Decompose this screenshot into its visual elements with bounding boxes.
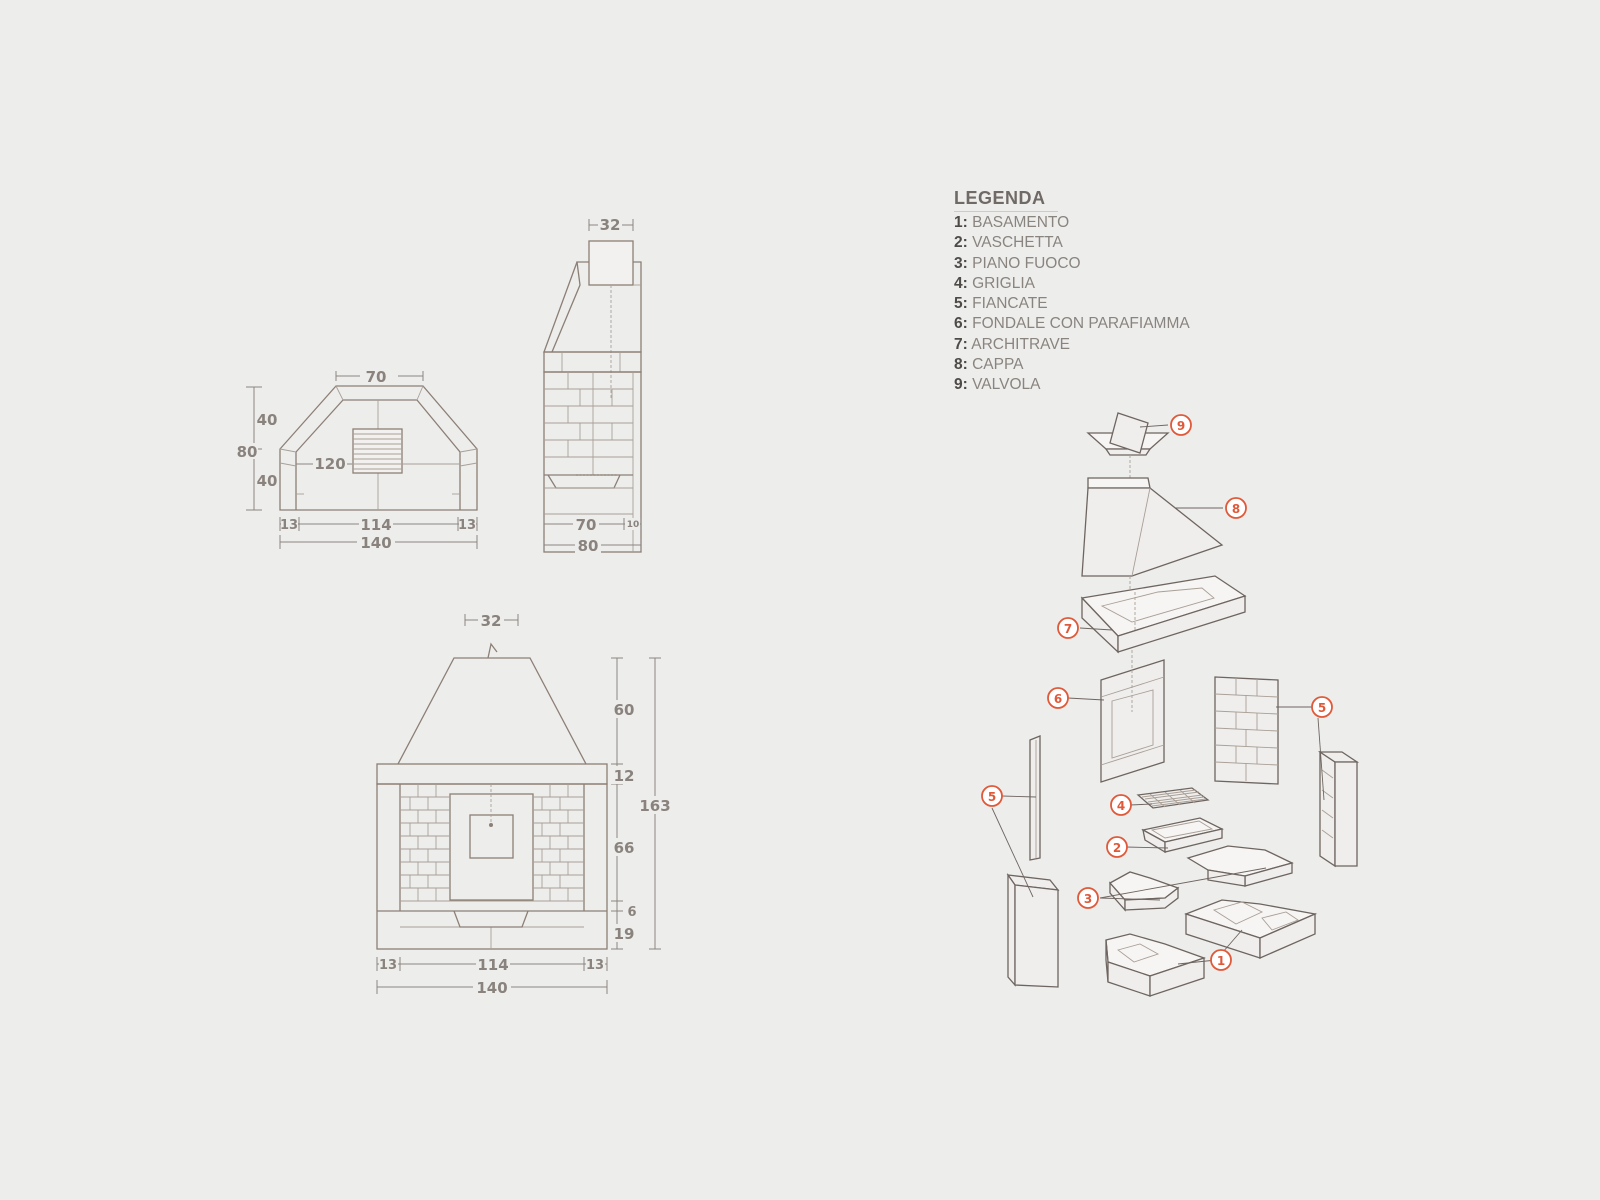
marker-5-right[interactable]: 5	[1311, 696, 1333, 718]
legend-item-griglia: 4: GRIGLIA	[954, 274, 1035, 292]
plan-upper-height: 40	[257, 411, 278, 429]
marker-3[interactable]: 3	[1077, 887, 1099, 909]
marker-1[interactable]: 1	[1210, 949, 1232, 971]
svg-text:8: 8	[1232, 502, 1240, 516]
marker-4[interactable]: 4	[1110, 794, 1132, 816]
front-valve-width: 32	[481, 612, 502, 630]
legend-item-vaschetta: 2: VASCHETTA	[954, 234, 1063, 252]
part-hood	[1081, 477, 1224, 612]
front-center-width: 114	[477, 956, 508, 974]
side-inner-depth: 70	[576, 516, 597, 534]
plan-center-width: 114	[360, 516, 391, 534]
plan-side-left: 13	[280, 518, 298, 533]
svg-text:5: 5	[1318, 701, 1326, 715]
plan-lower-height: 40	[257, 472, 278, 490]
legend-item-architrave: 7: ARCHITRAVE	[954, 335, 1071, 353]
front-opening-height: 66	[614, 839, 635, 857]
front-bricks-left	[400, 784, 450, 901]
marker-2[interactable]: 2	[1106, 836, 1128, 858]
front-total-width: 140	[476, 979, 507, 997]
plan-inner-width: 120	[314, 455, 345, 473]
front-lintel	[376, 763, 608, 785]
marker-6[interactable]: 6	[1047, 687, 1069, 709]
legend-item-valvola: 9: VALVOLA	[954, 376, 1041, 394]
part-lintel	[1080, 575, 1247, 654]
part-valve	[1086, 412, 1170, 456]
plan-total-width: 140	[360, 534, 391, 552]
svg-text:9: 9	[1177, 419, 1185, 433]
svg-text:7: 7	[1064, 622, 1072, 636]
side-valve-box	[588, 240, 634, 286]
front-bricks-right	[533, 784, 584, 901]
front-hood-height: 60	[614, 701, 635, 719]
front-side-right: 13	[586, 958, 604, 973]
front-fire-screen	[469, 814, 514, 859]
part-base	[1105, 899, 1318, 997]
side-back-thickness: 10	[627, 520, 640, 530]
front-view: 32	[376, 611, 674, 997]
front-side-left: 13	[379, 958, 397, 973]
part-side-panel-right	[1317, 750, 1360, 868]
part-grate	[1136, 787, 1210, 809]
side-valve-width: 32	[600, 216, 621, 234]
plan-view: 70 40 40 80 120 13 114 13 140	[236, 366, 478, 552]
part-back-panel	[1100, 650, 1165, 783]
legend-item-fiancate: 5: FIANCATE	[954, 295, 1048, 313]
side-view: 32	[543, 216, 642, 555]
svg-text:5: 5	[988, 790, 996, 804]
legend-item-cappa: 8: CAPPA	[954, 356, 1024, 374]
plan-top-width: 70	[366, 368, 387, 386]
side-bricks	[544, 372, 633, 458]
legend: LEGENDA 1: BASAMENTO 2: VASCHETTA 3: PIA…	[954, 188, 1254, 396]
legend-item-basamento: 1: BASAMENTO	[954, 214, 1070, 231]
plan-grate	[352, 428, 403, 474]
svg-text:4: 4	[1117, 799, 1125, 813]
part-side-panel-left-top	[1029, 735, 1041, 861]
front-hearth-height: 6	[627, 905, 636, 920]
plan-side-right: 13	[458, 518, 476, 533]
marker-7[interactable]: 7	[1057, 617, 1079, 639]
front-base-height: 19	[614, 925, 635, 943]
part-tray	[1141, 817, 1224, 854]
front-lintel-height: 12	[614, 767, 635, 785]
svg-text:6: 6	[1054, 692, 1062, 706]
svg-text:1: 1	[1217, 954, 1225, 968]
front-back-panel	[449, 793, 534, 901]
legend-title: LEGENDA	[954, 188, 1058, 212]
marker-8[interactable]: 8	[1225, 497, 1247, 519]
plan-grate-bars	[353, 433, 402, 470]
marker-9[interactable]: 9	[1170, 414, 1192, 436]
part-hearth	[1108, 845, 1294, 912]
legend-item-piano-fuoco: 3: PIANO FUOCO	[954, 254, 1081, 272]
exploded-view: 9 8 7 6 5 5 4 2	[981, 412, 1360, 997]
part-side-panel-right-top	[1214, 676, 1279, 785]
svg-text:2: 2	[1113, 841, 1121, 855]
part-side-panel-left	[1006, 872, 1060, 988]
side-total-depth: 80	[578, 537, 599, 555]
marker-5-left[interactable]: 5	[981, 785, 1003, 807]
front-total-height: 163	[639, 797, 670, 815]
plan-total-depth: 80	[237, 443, 258, 461]
front-hood	[397, 657, 587, 765]
svg-text:3: 3	[1084, 892, 1092, 906]
front-body	[376, 783, 608, 950]
legend-item-fondale: 6: FONDALE CON PARAFIAMMA	[954, 315, 1190, 333]
